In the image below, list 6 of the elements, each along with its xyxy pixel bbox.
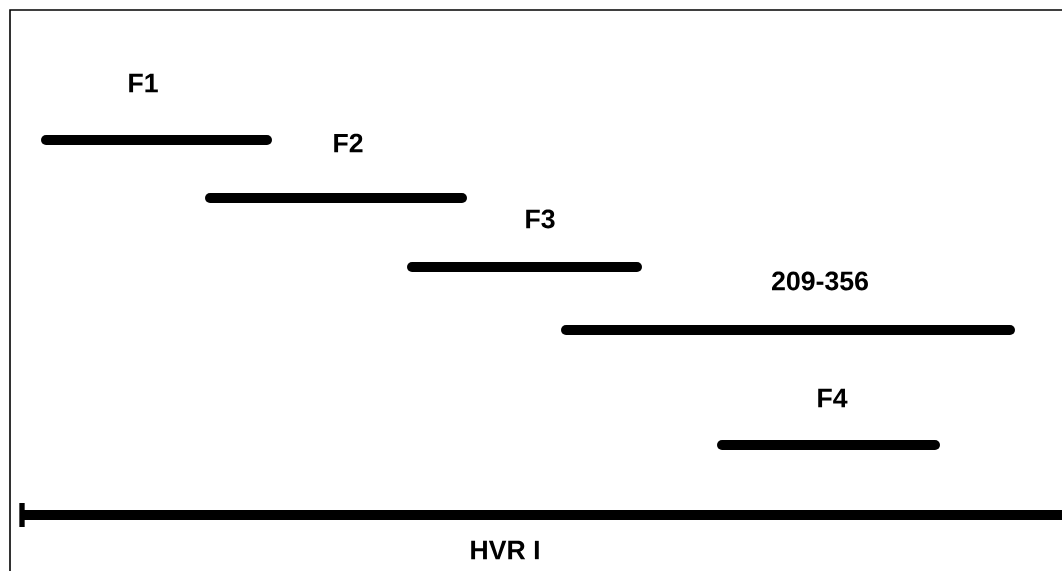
segment-label: HVR I [471, 540, 539, 560]
segment-label: F3 [526, 209, 555, 229]
segment-label: F4 [818, 388, 848, 408]
segment-label: F2 [334, 133, 363, 153]
segment-label: 209-356 [772, 271, 868, 291]
segment-label: F1 [129, 73, 158, 93]
